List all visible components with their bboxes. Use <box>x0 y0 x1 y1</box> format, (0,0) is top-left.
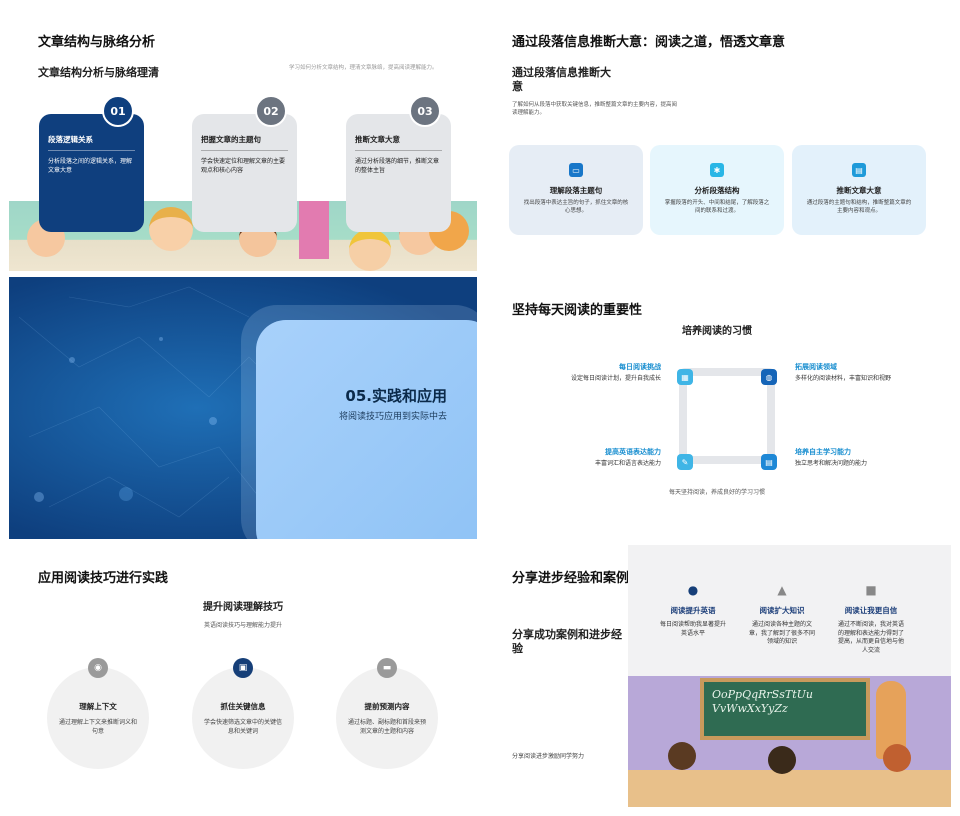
s2card2-title: 分析段落结构 <box>694 186 740 195</box>
document-icon: ▤ <box>761 454 777 470</box>
slide-section-practice[interactable]: 05.实践和应用 将阅读技巧应用到实际中去 <box>9 277 477 539</box>
slide2-title: 通过段落信息推断大意：阅读之道，悟透文章意 <box>512 35 786 50</box>
globe-icon: ◍ <box>761 369 777 385</box>
badge-01: 01 <box>102 95 134 127</box>
book-icon: ▭ <box>569 163 583 177</box>
slide1-title: 文章结构与脉络分析 <box>38 35 156 50</box>
s2card3-desc: 通过段落的主题句和结构，推断整篇文章的主要内容和观点。 <box>806 200 912 215</box>
speech-icon: ✎ <box>677 454 693 470</box>
card3-title: 推断文章大意 <box>355 134 442 151</box>
section-title: 05.实践和应用 <box>345 387 447 405</box>
skill3-title: 提前预测内容 <box>364 702 410 711</box>
image-icon: ▣ <box>233 658 253 678</box>
node1-title: 每日阅读挑战 <box>619 363 661 371</box>
slide5-note: 英语阅读技巧与理解能力提升 <box>203 622 282 629</box>
target-icon: ◉ <box>88 658 108 678</box>
calendar-icon: ▦ <box>677 369 693 385</box>
node2-desc: 多样化的阅读材料，丰富知识和视野 <box>795 375 892 382</box>
person-icon: ● <box>687 583 699 597</box>
student-1 <box>668 742 696 770</box>
message-icon: ▤ <box>852 163 866 177</box>
slide-apply-skills[interactable]: 应用阅读技巧进行实践 提升阅读理解技巧 英语阅读技巧与理解能力提升 理解上下文 … <box>9 545 477 807</box>
card3-desc: 通过分析段落的细节，推断文章的整体主旨 <box>355 158 440 174</box>
slide2-subtitle: 通过段落信息推断大意 <box>512 66 611 94</box>
card2-title: 把握文章的主题句 <box>201 134 288 151</box>
case2-desc: 通过阅读各种主题的文章，我了解到了很多不同领域的知识 <box>748 621 815 646</box>
skill-context[interactable]: 理解上下文 通过理解上下文来推断词义和句意 <box>47 667 149 769</box>
card-understand-topic[interactable]: ▭ 理解段落主题句 找出段落中表达主旨的句子，抓住文章的核心思想。 <box>509 145 643 235</box>
flask-icon: ▲ <box>777 583 787 597</box>
slide-paragraph-inference[interactable]: 通过段落信息推断大意：阅读之道，悟透文章意 通过段落信息推断大意 了解如何从段落… <box>483 9 951 271</box>
node4-title: 培养自主学习能力 <box>795 448 851 456</box>
s2card3-title: 推断文章大意 <box>836 186 882 195</box>
slide6-note: 分享阅读进步激励同学努力 <box>512 753 585 760</box>
s2card1-title: 理解段落主题句 <box>549 186 603 195</box>
gear-icon: ✱ <box>710 163 724 177</box>
skill2-title: 抓住关键信息 <box>220 702 266 711</box>
slide6-subtitle: 分享成功案例和进步经验 <box>512 628 622 656</box>
case1-title: 阅读提升英语 <box>670 606 716 615</box>
slide4-title: 坚持每天阅读的重要性 <box>512 303 643 318</box>
skill1-title: 理解上下文 <box>79 702 117 711</box>
skill-key-info[interactable]: 抓住关键信息 学会快速筛选文章中的关键信息和关键词 <box>192 667 294 769</box>
slide4-subtitle: 培养阅读的习惯 <box>682 326 752 337</box>
slide6-title: 分享进步经验和案例 <box>512 571 630 586</box>
card-infer-main-idea[interactable]: 推断文章大意 通过分析段落的细节，推断文章的整体主旨 <box>346 114 451 232</box>
node2-title: 拓展阅读领域 <box>795 363 837 371</box>
chalkboard: OoPpQqRrSsTtUu VvWwXxYyZz <box>700 678 870 740</box>
slide1-subtitle: 文章结构分析与脉络理清 <box>38 66 159 79</box>
card-infer-article[interactable]: ▤ 推断文章大意 通过段落的主题句和结构，推断整篇文章的主要内容和观点。 <box>792 145 926 235</box>
student-3 <box>883 744 911 772</box>
case3-desc: 通过不断阅读，我对英语的理解和表达能力得到了提高，从而更自信地与他人交流 <box>837 621 904 655</box>
case2-title: 阅读扩大知识 <box>759 606 805 615</box>
slide-structure-analysis[interactable]: 文章结构与脉络分析 文章结构分析与脉络理清 学习如何分析文章结构，理清文章脉络，… <box>9 9 477 271</box>
node3-desc: 丰富词汇和语言表达能力 <box>594 460 661 467</box>
title-panel <box>256 320 477 539</box>
slide2-desc: 了解如何从段落中获取关键信息，推断整篇文章的主要内容，提高阅读理解能力。 <box>512 102 678 117</box>
badge-03: 03 <box>409 95 441 127</box>
node3-title: 提高英语表达能力 <box>605 448 661 456</box>
slide5-title: 应用阅读技巧进行实践 <box>38 571 169 586</box>
printer-icon: ■ <box>865 583 877 597</box>
classroom-illustration: OoPpQqRrSsTtUu VvWwXxYyZz <box>628 676 951 807</box>
case3-title: 阅读让我更自信 <box>844 606 898 615</box>
node4-desc: 独立思考和解决问题的能力 <box>795 460 868 467</box>
briefcase-icon: ▬ <box>377 658 397 678</box>
case-english[interactable]: ● 阅读提升英语 每日阅读帮助我显著提升英语水平 <box>658 583 728 638</box>
experience-panel <box>628 545 951 676</box>
badge-02: 02 <box>255 95 287 127</box>
node1-desc: 设定每日阅读计划，提升自我成长 <box>570 375 661 382</box>
skill2-desc: 学会快速筛选文章中的关键信息和关键词 <box>203 719 282 735</box>
slide4-footer: 每天坚持阅读，养成良好的学习习惯 <box>668 489 765 496</box>
slide1-note: 学习如何分析文章结构，理清文章脉络，提高阅读理解能力。 <box>289 65 438 71</box>
slide-share-progress[interactable]: 分享进步经验和案例 分享成功案例和进步经验 分享阅读进步激励同学努力 ● 阅读提… <box>483 545 951 807</box>
card-analyze-structure[interactable]: ✱ 分析段落结构 掌握段落的开头、中间和结尾，了解段落之间的联系和过渡。 <box>650 145 784 235</box>
skill3-desc: 通过标题、副标题和首段来预测文章的主题和内容 <box>347 719 426 735</box>
skill1-desc: 通过理解上下文来推断词义和句意 <box>58 719 137 735</box>
card-topic-sentence[interactable]: 把握文章的主题句 学会快速定位和理解文章的主要观点和核心内容 <box>192 114 297 232</box>
slide5-subtitle: 提升阅读理解技巧 <box>203 602 283 613</box>
board-line-1: OoPpQqRrSsTtUu <box>712 688 813 701</box>
skill-predict[interactable]: 提前预测内容 通过标题、副标题和首段来预测文章的主题和内容 <box>336 667 438 769</box>
desks <box>628 770 951 807</box>
board-line-2: VvWwXxYyZz <box>712 702 788 716</box>
slide-daily-reading[interactable]: 坚持每天阅读的重要性 培养阅读的习惯 ▦ ◍ ✎ ▤ 每日阅读挑战 设定每日阅读… <box>483 277 951 539</box>
card1-title: 段落逻辑关系 <box>48 134 135 151</box>
case-confidence[interactable]: ■ 阅读让我更自信 通过不断阅读，我对英语的理解和表达能力得到了提高，从而更自信… <box>836 583 906 656</box>
habit-loop <box>679 368 775 464</box>
card2-desc: 学会快速定位和理解文章的主要观点和核心内容 <box>201 158 286 174</box>
case1-desc: 每日阅读帮助我显著提升英语水平 <box>659 621 726 637</box>
section-subtitle: 将阅读技巧应用到实际中去 <box>338 412 447 422</box>
s2card2-desc: 掌握段落的开头、中间和结尾，了解段落之间的联系和过渡。 <box>664 200 770 215</box>
card-paragraph-logic[interactable]: 段落逻辑关系 分析段落之间的逻辑关系，理解文章大意 <box>39 114 144 232</box>
case-knowledge[interactable]: ▲ 阅读扩大知识 通过阅读各种主题的文章，我了解到了很多不同领域的知识 <box>747 583 817 647</box>
card1-desc: 分析段落之间的逻辑关系，理解文章大意 <box>48 158 133 174</box>
s2card1-desc: 找出段落中表达主旨的句子，抓住文章的核心思想。 <box>523 200 629 215</box>
student-2 <box>768 746 796 774</box>
